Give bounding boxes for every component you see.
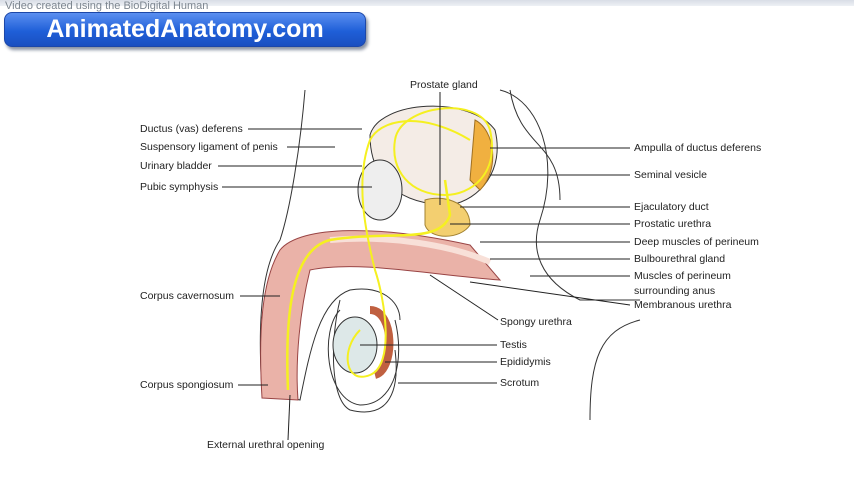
leader-lines <box>218 92 631 441</box>
label-spongy-urethra: Spongy urethra <box>500 316 572 328</box>
label-prostate-gland: Prostate gland <box>410 79 478 91</box>
label-muscles-anus-line2: surrounding anus <box>634 285 716 297</box>
label-bulbourethral-gland: Bulbourethral gland <box>634 253 726 265</box>
pubic-symphysis-shape <box>357 159 403 221</box>
label-epididymis: Epididymis <box>500 356 551 368</box>
epididymis-shape <box>369 306 394 379</box>
label-prostatic-urethra: Prostatic urethra <box>634 218 712 230</box>
scrotum-outline <box>327 309 400 406</box>
spongiosum-shape <box>329 235 492 265</box>
seminal-vesicle-shape <box>469 119 494 191</box>
bladder-highlight <box>393 107 493 197</box>
video-top-bar <box>0 0 854 6</box>
label-seminal-vesicle: Seminal vesicle <box>634 169 707 181</box>
label-suspensory-ligament: Suspensory ligament of penis <box>140 141 278 153</box>
label-external-urethral-opening: External urethral opening <box>207 439 325 451</box>
label-deep-muscles: Deep muscles of perineum <box>634 236 759 248</box>
label-corpus-cavernosum: Corpus cavernosum <box>140 290 234 302</box>
label-muscles-anus-line1: Muscles of perineum <box>634 270 731 282</box>
label-urinary-bladder: Urinary bladder <box>140 160 212 172</box>
ductus-highlight <box>346 120 471 378</box>
label-testis: Testis <box>500 339 527 351</box>
label-ejaculatory-duct: Ejaculatory duct <box>634 201 709 213</box>
label-scrotum: Scrotum <box>500 377 540 389</box>
video-credit: Video created using the BioDigital Human <box>5 0 209 12</box>
penis-shape <box>260 230 502 401</box>
label-corpus-spongiosum: Corpus spongiosum <box>140 379 234 391</box>
site-logo-banner[interactable]: AnimatedAnatomy.com <box>4 12 366 47</box>
label-membranous-urethra: Membranous urethra <box>634 299 732 311</box>
label-ampulla: Ampulla of ductus deferens <box>634 142 762 154</box>
label-pubic-symphysis: Pubic symphysis <box>140 181 219 193</box>
urethra-highlight <box>286 179 452 391</box>
label-ductus-deferens: Ductus (vas) deferens <box>140 123 243 135</box>
